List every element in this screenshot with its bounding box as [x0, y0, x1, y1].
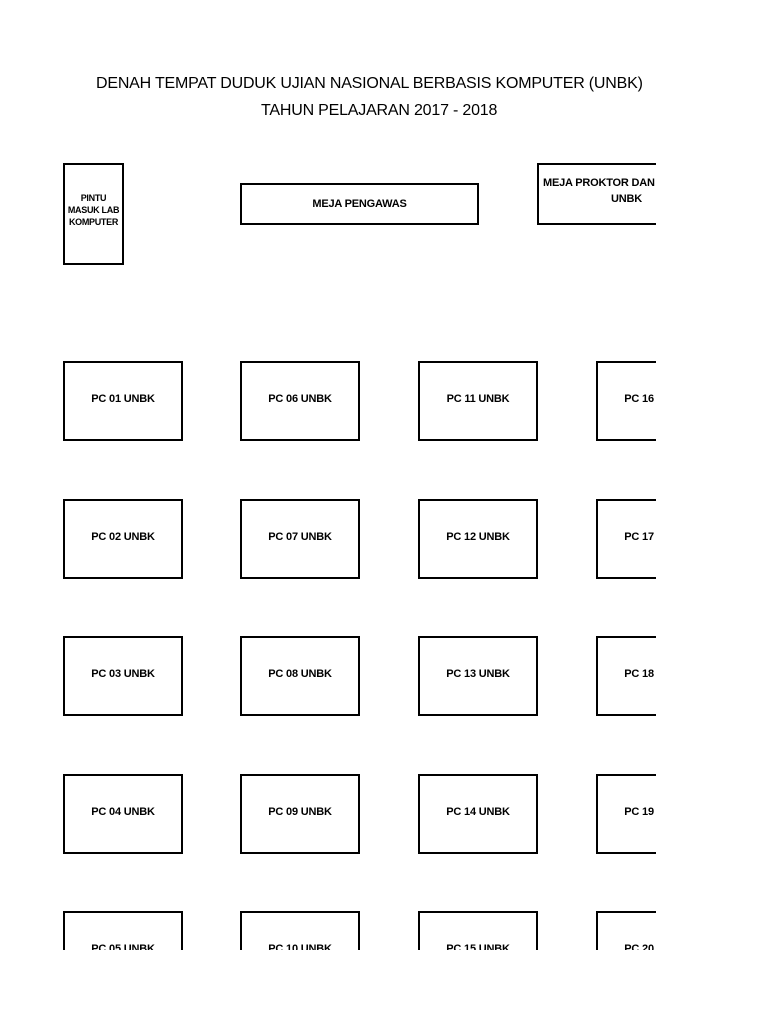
pc-station-label: PC 18 UNBK — [624, 667, 656, 680]
proctor-desk-label-line2: UNBK — [611, 193, 642, 205]
pc-station-label: PC 12 UNBK — [446, 530, 510, 543]
proctor-desk-label-line1: MEJA PROKTOR DAN — [543, 177, 655, 189]
pc-station: PC 14 UNBK — [418, 774, 538, 854]
pc-station: PC 02 UNBK — [63, 499, 183, 579]
pc-station: PC 09 UNBK — [240, 774, 360, 854]
supervisor-desk-label: MEJA PENGAWAS — [312, 198, 407, 210]
pc-station-label: PC 03 UNBK — [91, 667, 155, 680]
pc-station-label: PC 13 UNBK — [446, 667, 510, 680]
door-label-line: KOMPUTER — [68, 217, 119, 227]
pc-station: PC 05 UNBK — [63, 911, 183, 950]
pc-station-label: PC 14 UNBK — [446, 805, 510, 818]
pc-station: PC 17 UNBK — [596, 499, 656, 579]
pc-station-label: PC 10 UNBK — [268, 942, 332, 951]
pc-station: PC 07 UNBK — [240, 499, 360, 579]
pc-station: PC 12 UNBK — [418, 499, 538, 579]
pc-station-label: PC 19 UNBK — [624, 805, 656, 818]
seating-plan-page: DENAH TEMPAT DUDUK UJIAN NASIONAL BERBAS… — [63, 75, 656, 950]
pc-station-label: PC 04 UNBK — [91, 805, 155, 818]
pc-station-label: PC 16 UNBK — [624, 392, 656, 405]
pc-station-label: PC 02 UNBK — [91, 530, 155, 543]
lab-entrance-door: PINTU MASUK LAB KOMPUTER — [63, 163, 124, 265]
pc-station-label: PC 07 UNBK — [268, 530, 332, 543]
pc-station-label: PC 20 UNBK — [624, 942, 656, 951]
door-label-line: PINTU — [80, 193, 107, 203]
pc-station-label: PC 11 UNBK — [446, 392, 510, 405]
pc-station-label: PC 15 UNBK — [446, 942, 510, 951]
pc-station: PC 15 UNBK — [418, 911, 538, 950]
pc-station: PC 19 UNBK — [596, 774, 656, 854]
pc-station: PC 06 UNBK — [240, 361, 360, 441]
pc-station: PC 08 UNBK — [240, 636, 360, 716]
pc-station-label: PC 08 UNBK — [268, 667, 332, 680]
pc-station-label: PC 01 UNBK — [91, 392, 155, 405]
document-subtitle: TAHUN PELAJARAN 2017 - 2018 — [261, 102, 498, 119]
pc-station: PC 11 UNBK — [418, 361, 538, 441]
pc-station: PC 16 UNBK — [596, 361, 656, 441]
pc-station: PC 01 UNBK — [63, 361, 183, 441]
pc-station-label: PC 05 UNBK — [91, 942, 155, 951]
pc-station: PC 04 UNBK — [63, 774, 183, 854]
door-label-line: MASUK LAB — [67, 205, 120, 215]
pc-station: PC 10 UNBK — [240, 911, 360, 950]
pc-station: PC 20 UNBK — [596, 911, 656, 950]
pc-station: PC 13 UNBK — [418, 636, 538, 716]
pc-station-label: PC 09 UNBK — [268, 805, 332, 818]
pc-station: PC 03 UNBK — [63, 636, 183, 716]
supervisor-desk: MEJA PENGAWAS — [240, 183, 479, 225]
pc-station-label: PC 06 UNBK — [268, 392, 332, 405]
pc-station: PC 18 UNBK — [596, 636, 656, 716]
pc-station-label: PC 17 UNBK — [624, 530, 656, 543]
proctor-desk — [537, 163, 656, 225]
document-title: DENAH TEMPAT DUDUK UJIAN NASIONAL BERBAS… — [96, 75, 643, 92]
